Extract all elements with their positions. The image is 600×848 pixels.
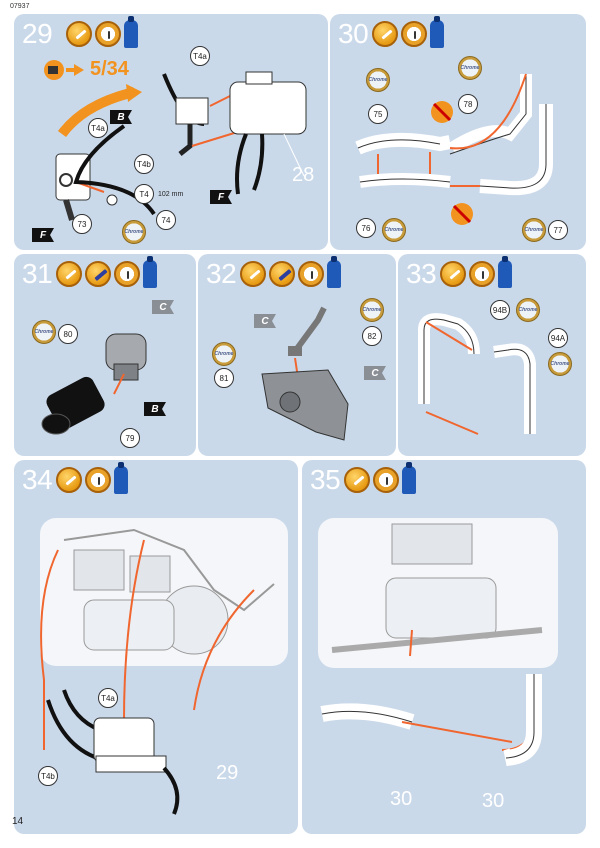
part-74-label: 74 <box>156 210 176 230</box>
step-35-panel: 35 30 30 <box>302 460 586 834</box>
part-80-label: 80 <box>58 324 78 344</box>
marker-flag-f: F <box>32 228 54 242</box>
length-label: 102 mm <box>158 191 184 198</box>
chrome-paint-icon: Chrome <box>212 342 236 366</box>
clock-icon <box>469 261 495 287</box>
step-33-panel: 33 94B Chrome 94A Chrome <box>398 254 586 456</box>
part-81-label: 81 <box>214 368 234 388</box>
part-77-label: 77 <box>548 220 568 240</box>
part-73-label: 73 <box>72 214 92 234</box>
tool-icons <box>66 16 138 48</box>
part-75-label: 75 <box>368 104 388 124</box>
chrome-paint-icon: Chrome <box>360 298 384 322</box>
part-78-label: 78 <box>458 94 478 114</box>
reference-part-30: 30 <box>482 790 505 812</box>
step-33-illustration <box>418 313 536 435</box>
knife-tool-icon <box>372 21 398 47</box>
clock-icon <box>114 261 140 287</box>
step-32-panel: 32 C Chrome 82 Chrome 81 C <box>198 254 396 456</box>
chrome-paint-icon: Chrome <box>458 56 482 80</box>
chrome-paint-icon: Chrome <box>382 218 406 242</box>
part-t4b-label: T4b <box>38 766 58 786</box>
paintbrush-icon <box>85 261 111 287</box>
chrome-paint-icon: Chrome <box>122 220 146 244</box>
chrome-paint-icon: Chrome <box>516 298 540 322</box>
glue-bottle-icon <box>430 16 444 48</box>
part-t4a-label: T4a <box>98 688 118 708</box>
chrome-paint-icon: Chrome <box>548 352 572 376</box>
part-t4a-label: T4a <box>88 118 108 138</box>
part-82-label: 82 <box>362 326 382 346</box>
part-94b-label: 94B <box>490 300 510 320</box>
tool-icons <box>56 462 128 494</box>
step-number: 35 <box>310 464 341 495</box>
step-30-panel: 30 Chrome Chrome 75 78 76 Chrome Chrome … <box>330 14 586 250</box>
part-t4-label: T4 <box>134 184 154 204</box>
catalog-code: 07937 <box>10 3 30 10</box>
part-t4a-label: T4a <box>190 46 210 66</box>
step-32-illustration <box>261 306 349 441</box>
reference-part-28: 28 <box>292 164 315 186</box>
glue-bottle-icon <box>124 16 138 48</box>
step-35-illustration <box>318 518 558 766</box>
clock-icon <box>373 467 399 493</box>
tool-icons <box>56 256 157 288</box>
step-34-illustration <box>40 518 288 815</box>
tool-icons <box>344 462 416 494</box>
step-30-illustration <box>355 73 553 225</box>
glue-bottle-icon <box>143 256 157 288</box>
knife-tool-icon <box>440 261 466 287</box>
marker-flag-c: C <box>152 300 174 314</box>
chrome-paint-icon: Chrome <box>366 68 390 92</box>
glue-bottle-icon <box>498 256 512 288</box>
reference-step: 5/34 <box>90 58 129 80</box>
chrome-paint-icon: Chrome <box>522 218 546 242</box>
glue-bottle-icon <box>114 462 128 494</box>
chrome-paint-icon: Chrome <box>32 320 56 344</box>
marker-flag-c: C <box>254 314 276 328</box>
step-31-illustration <box>41 333 147 435</box>
step-number: 32 <box>206 258 237 289</box>
tool-icons <box>240 256 341 288</box>
knife-tool-icon <box>344 467 370 493</box>
step-number: 33 <box>406 258 437 289</box>
clock-icon <box>85 467 111 493</box>
paintbrush-icon <box>269 261 295 287</box>
step-31-panel: 31 C Chrome 80 B 79 <box>14 254 196 456</box>
step-number: 29 <box>22 18 53 49</box>
part-94a-label: 94A <box>548 328 568 348</box>
glue-bottle-icon <box>327 256 341 288</box>
step-number: 31 <box>22 258 53 289</box>
tool-icons <box>440 256 512 288</box>
page-number: 14 <box>12 816 24 827</box>
clock-icon <box>298 261 324 287</box>
step-number: 30 <box>338 18 369 49</box>
marker-flag-b: B <box>144 402 166 416</box>
step-number: 34 <box>22 464 53 495</box>
knife-tool-icon <box>66 21 92 47</box>
part-t4b-label: T4b <box>134 154 154 174</box>
knife-tool-icon <box>56 467 82 493</box>
step-29-panel: 29 5/34 T4a T4a B T4b T4 102 mm 73 74 Ch… <box>14 14 328 250</box>
step-34-panel: 34 T4a T4b 29 <box>14 460 298 834</box>
marker-flag-c: C <box>364 366 386 380</box>
knife-tool-icon <box>240 261 266 287</box>
knife-tool-icon <box>56 261 82 287</box>
clock-icon <box>401 21 427 47</box>
glue-bottle-icon <box>402 462 416 494</box>
part-79-label: 79 <box>120 428 140 448</box>
clock-icon <box>95 21 121 47</box>
reference-part-29: 29 <box>216 762 239 784</box>
marker-flag-f: F <box>210 190 232 204</box>
tool-icons <box>372 16 444 48</box>
marker-flag-b: B <box>110 110 132 124</box>
reference-part-30: 30 <box>390 788 413 810</box>
part-76-label: 76 <box>356 218 376 238</box>
